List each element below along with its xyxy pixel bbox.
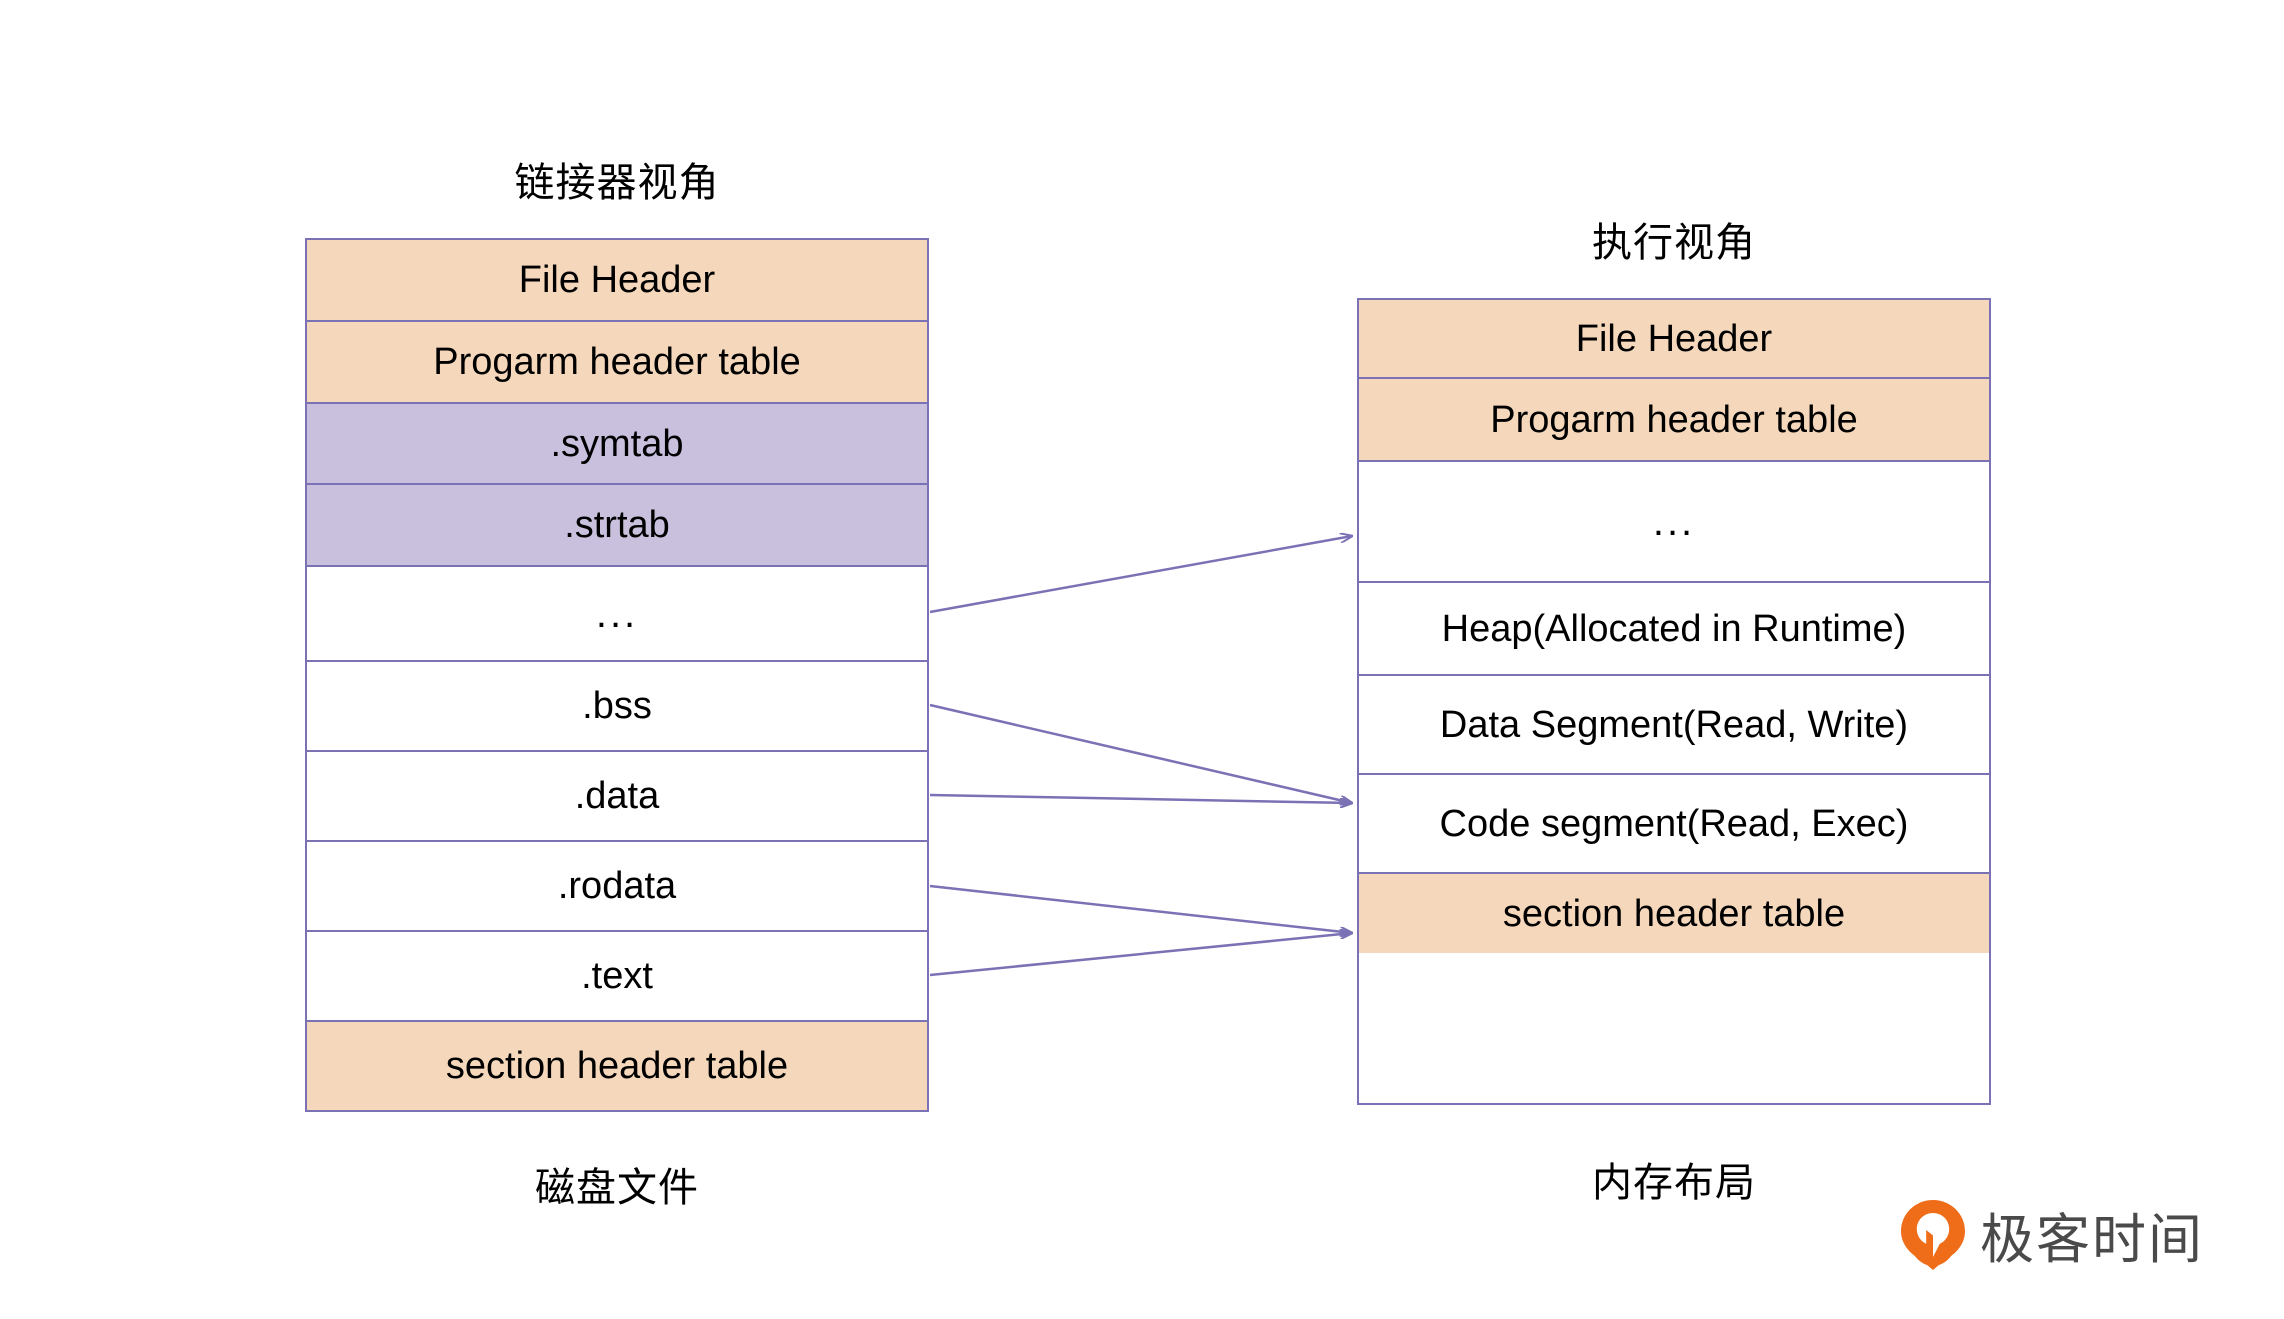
linker-table-row: .strtab [307, 485, 927, 567]
linker-table-row: Progarm header table [307, 322, 927, 404]
linker-table-row: .symtab [307, 404, 927, 485]
exec-table-row-label: Data Segment(Read, Write) [1439, 703, 1909, 746]
linker-table-row: section header table [307, 1022, 927, 1110]
memory-layout-caption: 内存布局 [1592, 1161, 1756, 1205]
exec-table-row: section header table [1359, 874, 1989, 953]
exec-table-row-label: ... [1652, 499, 1696, 544]
exec-table-row-label: Progarm header table [1490, 398, 1858, 441]
exec-table-row-label: section header table [1502, 892, 1846, 935]
exec-table-row: Heap(Allocated in Runtime) [1359, 583, 1989, 676]
exec-table-row-label: Code segment(Read, Exec) [1439, 802, 1909, 845]
linker-table-row-label: section header table [445, 1045, 789, 1087]
linker-table-row-label: ... [595, 591, 639, 636]
linker-table-row: File Header [307, 240, 927, 322]
linker-table-row-label: .strtab [564, 504, 670, 546]
exec-view-caption: 执行视角 [1592, 221, 1756, 265]
linker-table-row-label: .symtab [550, 422, 684, 465]
exec-table-row: Progarm header table [1359, 379, 1989, 462]
linker-table-row: .bss [307, 662, 927, 752]
arrow-data-to-data-segment [929, 793, 1352, 803]
geektime-logo: 极客时间 [1900, 1195, 2204, 1274]
exec-table-row: Code segment(Read, Exec) [1359, 775, 1989, 874]
arrow-dots-to-dots [929, 536, 1352, 614]
linker-table-row: .rodata [307, 842, 927, 932]
linker-table-row-label: File Header [518, 259, 716, 301]
exec-table-row: Data Segment(Read, Write) [1359, 676, 1989, 775]
geektime-pin-icon [1901, 1199, 1965, 1270]
linker-table-row-label: .bss [582, 685, 652, 727]
linker-table-row: .text [307, 932, 927, 1022]
exec-table-row-label: File Header [1575, 317, 1773, 360]
linker-view-caption: 链接器视角 [514, 161, 720, 205]
exec-table-row: ... [1359, 462, 1989, 583]
linker-table-row-label: .text [581, 955, 653, 997]
linker-table-row-label: .data [574, 775, 660, 817]
disk-file-caption: 磁盘文件 [535, 1166, 699, 1210]
linker-table-row: .data [307, 752, 927, 842]
exec-table-row-label: Heap(Allocated in Runtime) [1441, 607, 1907, 650]
linker-table-row-label: Progarm header table [433, 341, 801, 383]
geektime-wordmark: 极客时间 [1980, 1208, 2204, 1271]
arrow-text-to-code-seg [929, 933, 1352, 977]
arrow-rodata-to-code-seg [929, 884, 1352, 933]
exec-table-row: File Header [1359, 300, 1989, 379]
arrow-bss-to-data-segment [929, 703, 1352, 803]
linker-table-row-label: .rodata [557, 865, 677, 907]
linker-table-row: ... [307, 567, 927, 662]
